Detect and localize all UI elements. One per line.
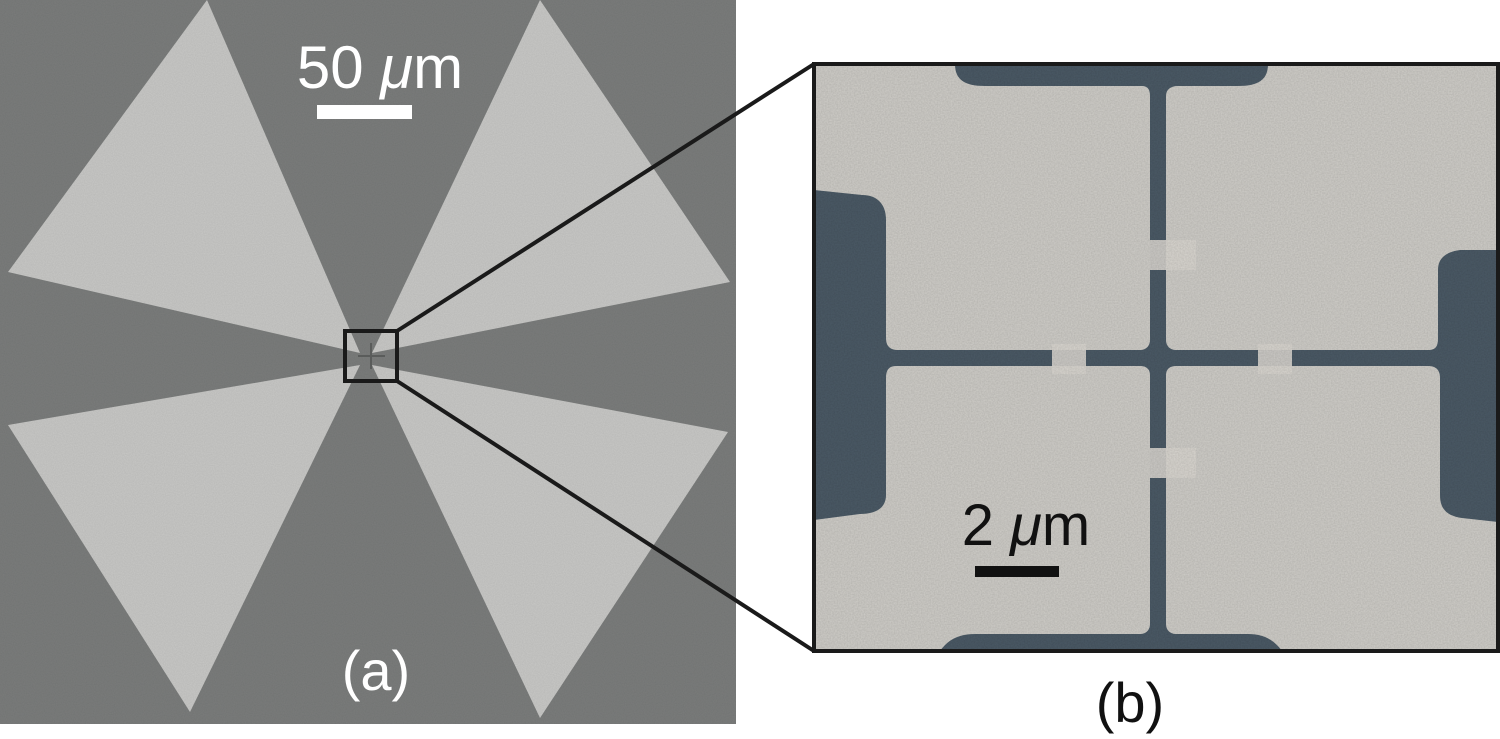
scale-bar-b-unit-m: m [1042,493,1090,558]
scale-bar-b-label: 2 μm [962,493,1091,558]
scale-bar-a-bar [317,105,412,119]
scale-bar-b-unit-mu: μ [1008,493,1042,558]
antenna-lobe-bottom-right [372,365,728,718]
panel-b-label: (b) [1096,671,1164,734]
bowtie-antenna [8,0,730,718]
metal-pad-bottom-left [814,366,1150,651]
scale-bar-a-label: 50 μm [297,34,463,101]
antenna-lobe-bottom-left [8,365,360,712]
panel-b [814,64,1498,651]
bridge-contact-right [1258,344,1292,374]
zoom-region-box [343,329,399,383]
metal-pad-bottom-right [1166,366,1498,651]
scale-bar-b: 2 μm [962,493,1091,577]
metal-pad-top-right [1166,64,1498,350]
bridge-contacts [1052,240,1292,478]
metal-pad-top-left [814,64,1150,350]
antenna-lobe-top-right [372,0,730,353]
bridge-contact-bottom [1150,448,1196,478]
zoom-center-detail [358,343,385,369]
bridge-contact-left [1052,344,1086,374]
scale-bar-a-unit-mu: μ [378,34,413,101]
scale-bar-b-bar [975,566,1059,577]
panel-b-frame [812,62,1500,653]
panel-a-label: (a) [342,639,410,702]
scale-bar-a: 50 μm [297,34,463,119]
antenna-lobe-top-left [8,0,360,353]
zoom-connector-top [395,62,816,333]
metal-pads [814,64,1498,651]
scale-bar-a-unit-m: m [413,34,463,101]
zoom-connector-bottom [395,379,816,653]
scale-bar-b-number: 2 [962,493,994,558]
bridge-contact-top [1150,240,1196,270]
scale-bar-a-number: 50 [297,34,364,101]
panel-a [0,0,736,724]
